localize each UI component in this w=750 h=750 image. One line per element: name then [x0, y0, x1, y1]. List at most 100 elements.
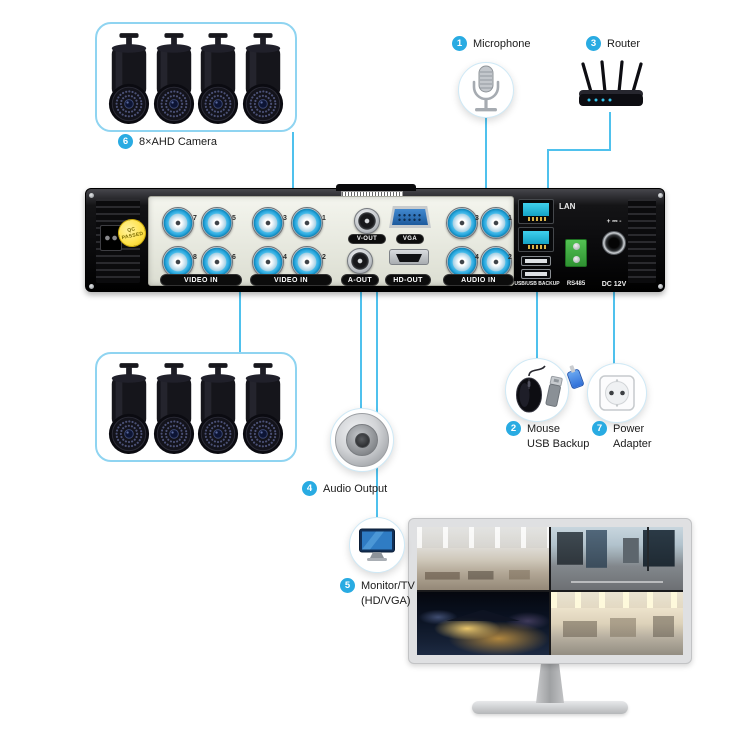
bnc-audio-3	[446, 207, 478, 239]
video-port-number: 2	[322, 254, 326, 261]
mouse-usb-device	[505, 358, 569, 422]
video-port-number: 6	[232, 254, 236, 261]
microphone-badge: 1	[452, 36, 467, 51]
audio-output-label: Audio Output	[323, 482, 388, 495]
ahd-camera-icon	[152, 30, 196, 130]
mouse-badge: 2	[506, 421, 521, 436]
monitor-base	[472, 701, 628, 714]
camera-label-row: 6 8×AHD Camera	[118, 134, 217, 149]
mouse-label: Mouse	[527, 422, 561, 435]
microphone-label-row: 1 Microphone	[452, 36, 530, 51]
video-in-label-right: VIDEO IN	[250, 274, 332, 286]
dc-12v-label: DC 12V	[601, 281, 627, 288]
power-badge: 7	[592, 421, 607, 436]
lan-port-2	[518, 227, 554, 252]
cable-router	[547, 112, 611, 189]
dc-polarity-marks: + ⎓ -	[606, 218, 622, 225]
mouse-usb-icon	[516, 365, 563, 413]
bnc-video-7	[162, 207, 194, 239]
video-in-label-left: VIDEO IN	[160, 274, 242, 286]
hd-out-label: HD-OUT	[385, 274, 431, 286]
hdmi-port	[389, 249, 429, 265]
video-port-number: 3	[283, 215, 287, 222]
monitor-badge: 5	[340, 578, 355, 593]
camera-badge: 6	[118, 134, 133, 149]
usb-port-2	[521, 269, 551, 279]
audio-in-label: AUDIO IN	[443, 274, 514, 286]
power-adapter-icon	[599, 375, 635, 411]
speaker-icon	[335, 413, 389, 467]
audio-port-number: 2	[508, 254, 512, 261]
quad-view-screen	[417, 527, 683, 655]
ahd-camera-icon	[241, 30, 285, 130]
vga-label: VGA	[396, 234, 424, 244]
rs485-label: RS485	[566, 281, 586, 287]
audio-port-number: 1	[508, 215, 512, 222]
audio-output-device	[330, 408, 394, 472]
vga-port	[389, 206, 431, 228]
vent-grille-right	[628, 199, 656, 283]
bnc-video-6	[201, 246, 233, 278]
ahd-camera-icon	[196, 360, 240, 460]
screw-icon	[89, 193, 94, 198]
usb-label: USB/USB BACKUP	[514, 281, 560, 287]
audio-port-number: 3	[475, 215, 479, 222]
ahd-camera-icon	[241, 360, 285, 460]
router-icon	[579, 60, 643, 106]
monitor-device	[349, 517, 405, 573]
power-label-line2: Adapter	[613, 438, 652, 450]
v-out-label: V-OUT	[348, 234, 386, 244]
microphone-icon	[472, 65, 500, 112]
camera-group-bottom	[95, 352, 297, 462]
bnc-audio-4	[446, 246, 478, 278]
monitor-label-row: 5 Monitor/TV	[340, 578, 415, 593]
monitor-stand	[536, 663, 564, 703]
camera-group-top	[95, 22, 297, 132]
camera-view-street	[551, 527, 683, 590]
rs485-terminal	[565, 239, 587, 267]
camera-view-house-night	[417, 592, 549, 655]
power-label-row: 7 Power	[592, 421, 644, 436]
bnc-audio-1	[480, 207, 512, 239]
dc-plug-icon	[566, 368, 585, 390]
ahd-camera-icon	[107, 30, 151, 130]
mouse-label-row: 2 Mouse	[506, 421, 560, 436]
video-port-number: 5	[232, 215, 236, 222]
bnc-v-out	[354, 208, 380, 234]
qc-text-line2: PASSED	[121, 230, 145, 242]
router-label: Router	[607, 37, 641, 50]
video-port-number: 7	[193, 215, 197, 222]
ahd-camera-icon	[107, 360, 151, 460]
audio-output-label-row: 4 Audio Output	[302, 481, 387, 496]
bnc-video-5	[201, 207, 233, 239]
screw-icon	[89, 284, 94, 289]
camera-view-office	[417, 527, 549, 590]
ahd-camera-icon	[152, 360, 196, 460]
bnc-video-3	[252, 207, 284, 239]
monitor-label: Monitor/TV	[361, 579, 415, 592]
dc-12v-port	[602, 231, 626, 255]
router-label-row: 3 Router	[586, 36, 640, 51]
audio-port-number: 4	[475, 254, 479, 261]
dvr-rear-panel: QC PASSED 7 5 8 6 VIDEO IN 3 1 4 2 VIDEO…	[85, 184, 665, 292]
monitor-icon	[359, 528, 395, 561]
monitor-label-line2: (HD/VGA)	[361, 595, 411, 607]
video-port-number: 4	[283, 254, 287, 261]
screw-icon	[658, 284, 663, 289]
lan-port-1	[518, 199, 554, 224]
microphone-label: Microphone	[473, 37, 531, 50]
camera-view-storefront	[551, 592, 683, 655]
camera-label: 8×AHD Camera	[139, 135, 217, 148]
usb-port-1	[521, 256, 551, 266]
video-port-number: 1	[322, 215, 326, 222]
video-port-number: 8	[193, 254, 197, 261]
ahd-camera-icon	[196, 30, 240, 130]
display-monitor	[408, 518, 692, 664]
a-out-label: A-OUT	[341, 274, 379, 286]
lan-label: LAN	[559, 202, 576, 211]
bnc-video-8	[162, 246, 194, 278]
mouse-label-line2: USB Backup	[527, 438, 590, 450]
audio-output-badge: 4	[302, 481, 317, 496]
power-label: Power	[613, 422, 645, 435]
